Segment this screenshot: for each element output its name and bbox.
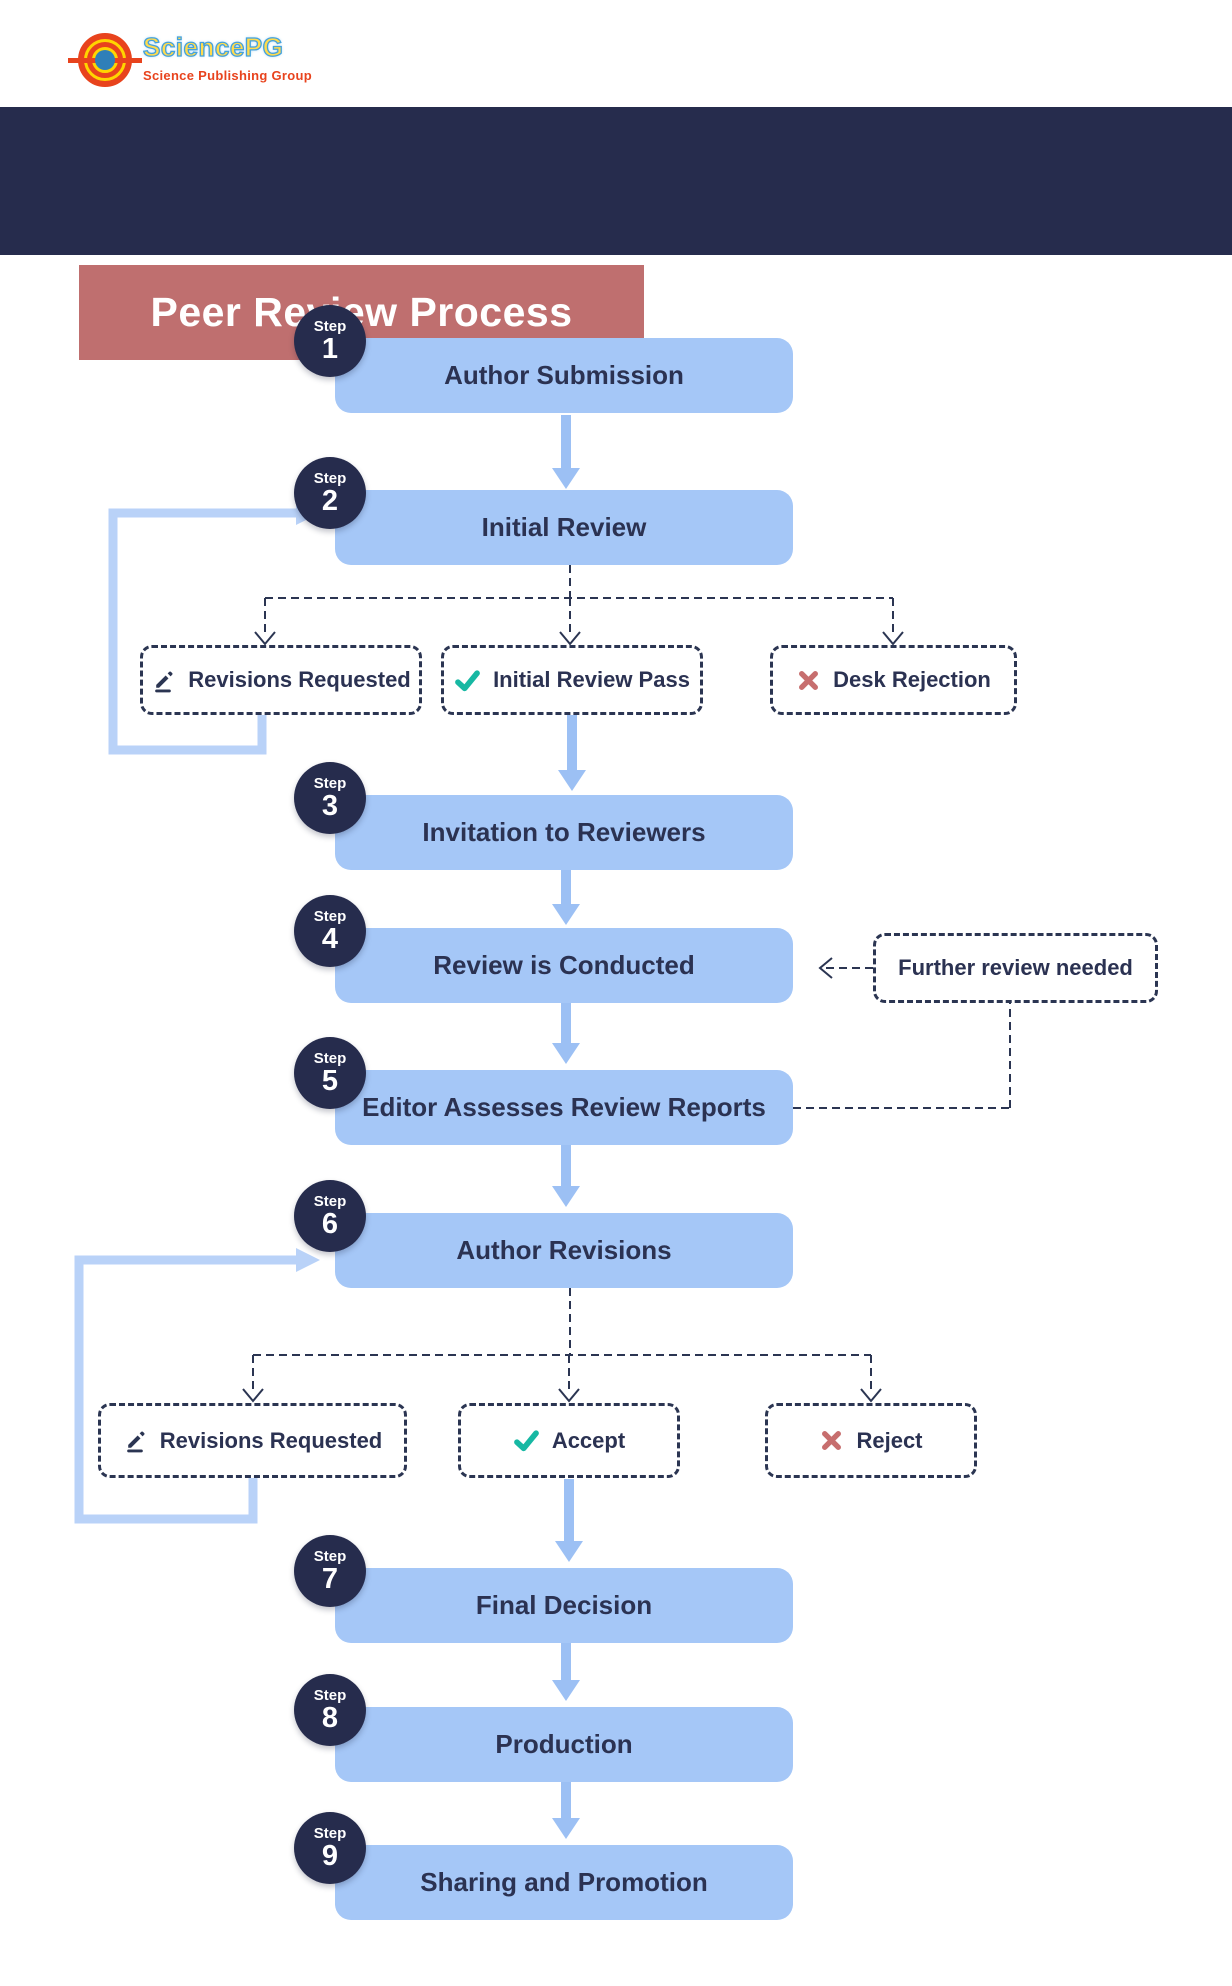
flow-box-label: Editor Assesses Review Reports [362,1092,766,1122]
flow-box-final-decision: Final Decision [335,1568,793,1643]
note-further-review-needed: Further review needed [873,933,1158,1003]
flow-box-label: Review is Conducted [433,950,695,980]
header-band: Peer Review Process [0,107,1232,360]
revision-loop-arrowheads [296,501,320,1272]
flow-box-label: Author Submission [444,360,684,390]
flow-box-label: Invitation to Reviewers [422,817,706,847]
option-label: Reject [856,1427,923,1453]
option-reject: Reject [765,1403,977,1478]
flow-box-label: Production [495,1729,633,1759]
flow-box-label: Author Revisions [456,1235,672,1265]
flow-box-production: Production [335,1707,793,1782]
note-label: Further review needed [898,955,1133,980]
flow-box-editor-assesses: Editor Assesses Review Reports [335,1070,793,1145]
logo-brand-text: SciencePG [142,31,284,62]
branch1-dashed-lines [254,565,904,646]
option-label: Revisions Requested [159,1427,383,1453]
option-label: Revisions Requested [188,667,411,692]
flow-box-initial-review: Initial Review [335,490,793,565]
option-label: Desk Rejection [833,667,991,692]
option-desk-rejection: Desk Rejection [770,645,1017,715]
option-initial-review-pass: Initial Review Pass [441,645,703,715]
logo-core [95,50,115,70]
x-icon [819,1428,844,1453]
x-icon [796,668,821,693]
option-accept: Accept [458,1403,680,1478]
branch2-dashed-lines [242,1288,882,1403]
flow-box-author-revisions: Author Revisions [335,1213,793,1288]
flow-box-sharing-promotion: Sharing and Promotion [335,1845,793,1920]
top-bar: SciencePG Science Publishing Group [0,0,1232,107]
flow-box-author-submission: Author Submission [335,338,793,413]
flow-box-invitation-to-reviewers: Invitation to Reviewers [335,795,793,870]
pencil-icon [151,668,176,693]
flow-box-label: Sharing and Promotion [420,1867,708,1897]
option-revisions-requested-2: Revisions Requested [98,1403,407,1478]
pencil-icon [123,1428,148,1453]
logo-tagline: Science Publishing Group [143,68,313,83]
flow-box-label: Initial Review [481,512,647,542]
flow-box-review-is-conducted: Review is Conducted [335,928,793,1003]
option-revisions-requested-1: Revisions Requested [140,645,422,715]
check-icon [454,667,481,694]
check-icon [513,1427,540,1454]
option-label: Initial Review Pass [493,667,690,692]
option-label: Accept [551,1427,626,1453]
flow-box-label: Final Decision [475,1590,653,1620]
